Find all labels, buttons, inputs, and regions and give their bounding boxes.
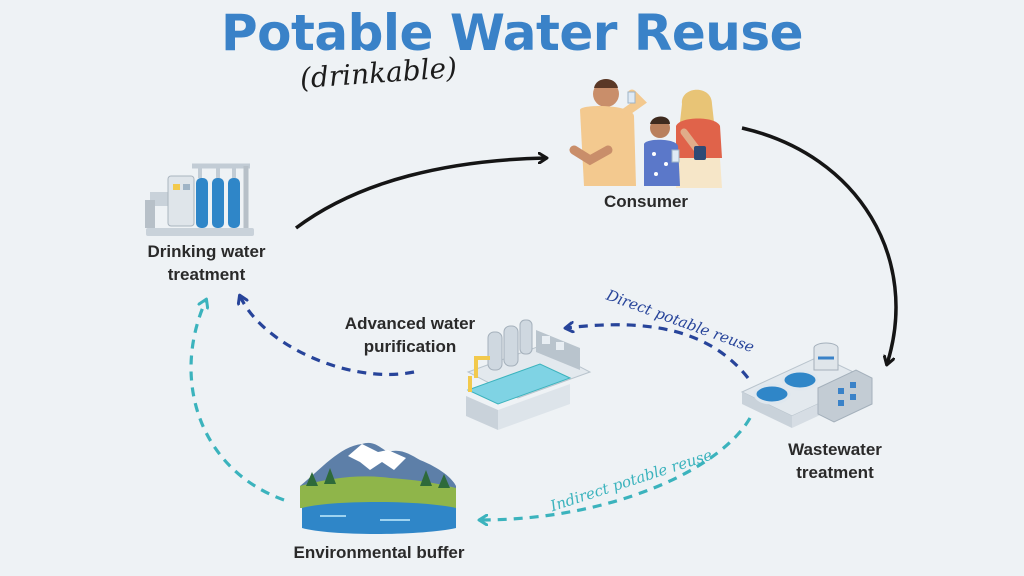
arrow-environmental-to-drinking (189, 300, 285, 502)
arrow-direct-reuse (566, 325, 750, 379)
node-consumer: Consumer (603, 192, 689, 211)
arrow-drinking-to-consumer (294, 158, 546, 230)
node-advanced-water-purification: Advanced water purification (344, 314, 476, 356)
arrow-advanced-to-drinking (240, 296, 415, 377)
arrow-consumer-to-wastewater (741, 126, 898, 364)
node-drinking-water-treatment: Drinking water treatment (147, 242, 266, 284)
diagram-title: Potable Water Reuse (220, 4, 804, 62)
node-environmental-buffer: Environmental buffer (293, 543, 465, 562)
node-wastewater-treatment: Wastewater treatment (788, 440, 882, 482)
